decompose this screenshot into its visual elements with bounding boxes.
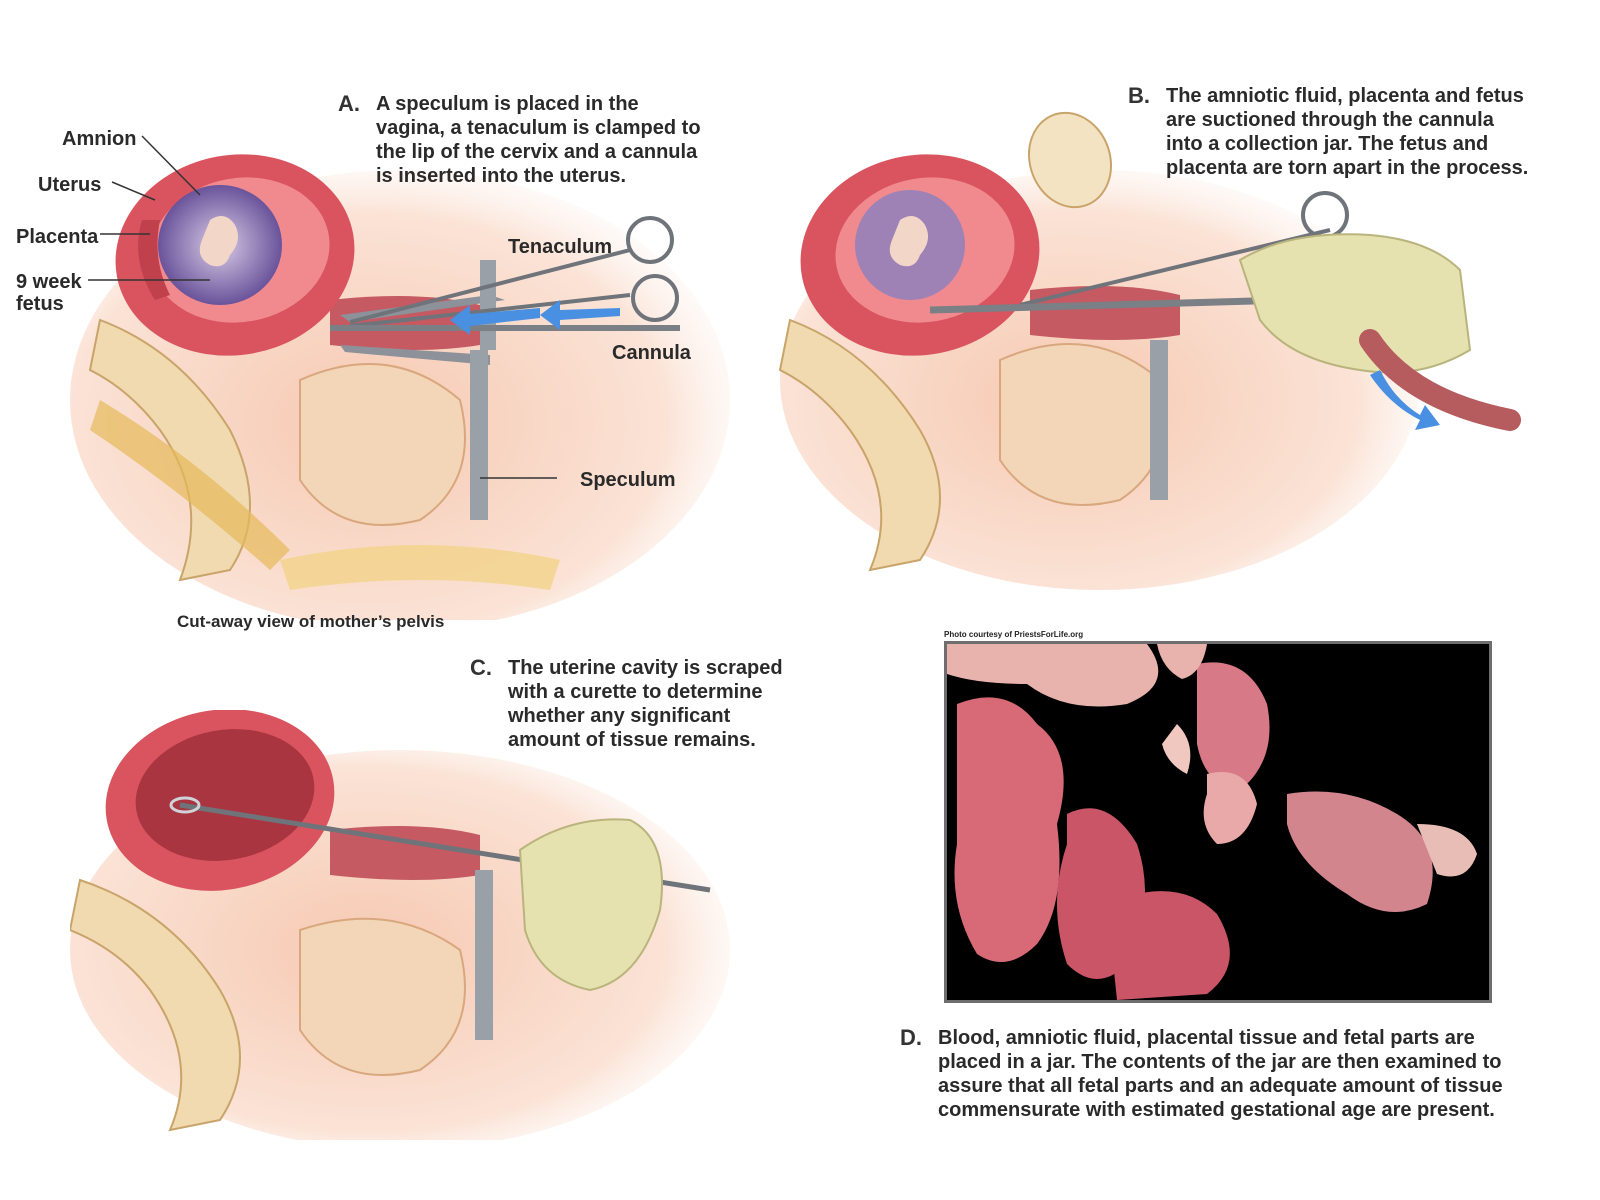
step-b-description: B. The amniotic fluid, placenta and fetu…	[1128, 84, 1588, 184]
step-a-text: A speculum is placed in the vagina, a te…	[376, 93, 701, 187]
label-placenta: Placenta	[16, 226, 99, 248]
step-d-description: D. Blood, amniotic fluid, placental tiss…	[900, 1026, 1580, 1126]
step-b-text: The amniotic fluid, placenta and fetus a…	[1166, 85, 1529, 179]
pelvis-caption: Cut-away view of mother’s pelvis	[177, 612, 445, 631]
label-tenaculum: Tenaculum	[508, 236, 613, 258]
arrow-in-1	[450, 305, 540, 335]
step-a-description: A. A speculum is placed in the vagina, a…	[338, 92, 758, 192]
label-speculum: Speculum	[580, 469, 676, 491]
cannula-tube-b	[929, 296, 1291, 314]
panel-a-illustration	[70, 135, 730, 620]
gloved-hand-c	[518, 818, 663, 992]
step-a-letter: A.	[338, 91, 360, 116]
label-amnion: Amnion	[62, 128, 137, 150]
step-d-text: Blood, amniotic fluid, placental tissue …	[938, 1027, 1503, 1121]
step-c-letter: C.	[470, 655, 492, 680]
label-uterus: Uterus	[38, 174, 102, 196]
photo-credit: Photo courtesy of PriestsForLife.org	[944, 630, 1084, 639]
arrow-in-2	[540, 300, 620, 330]
label-fetus: 9 week fetus	[16, 271, 82, 315]
step-b-letter: B.	[1128, 83, 1150, 108]
step-d-letter: D.	[900, 1025, 922, 1050]
panel-c-illustration	[70, 710, 730, 1140]
tissue-shapes	[947, 644, 1477, 1000]
tissue-photo	[944, 641, 1492, 1003]
panel-b-illustration	[778, 111, 1521, 590]
arrow-out	[1370, 370, 1440, 430]
step-c-text: The uterine cavity is scraped with a cur…	[508, 657, 783, 751]
step-c-description: C. The uterine cavity is scraped with a …	[470, 656, 850, 756]
fetus-figure	[199, 216, 239, 267]
label-cannula: Cannula	[612, 342, 691, 364]
gloved-hand-b	[1238, 233, 1472, 374]
